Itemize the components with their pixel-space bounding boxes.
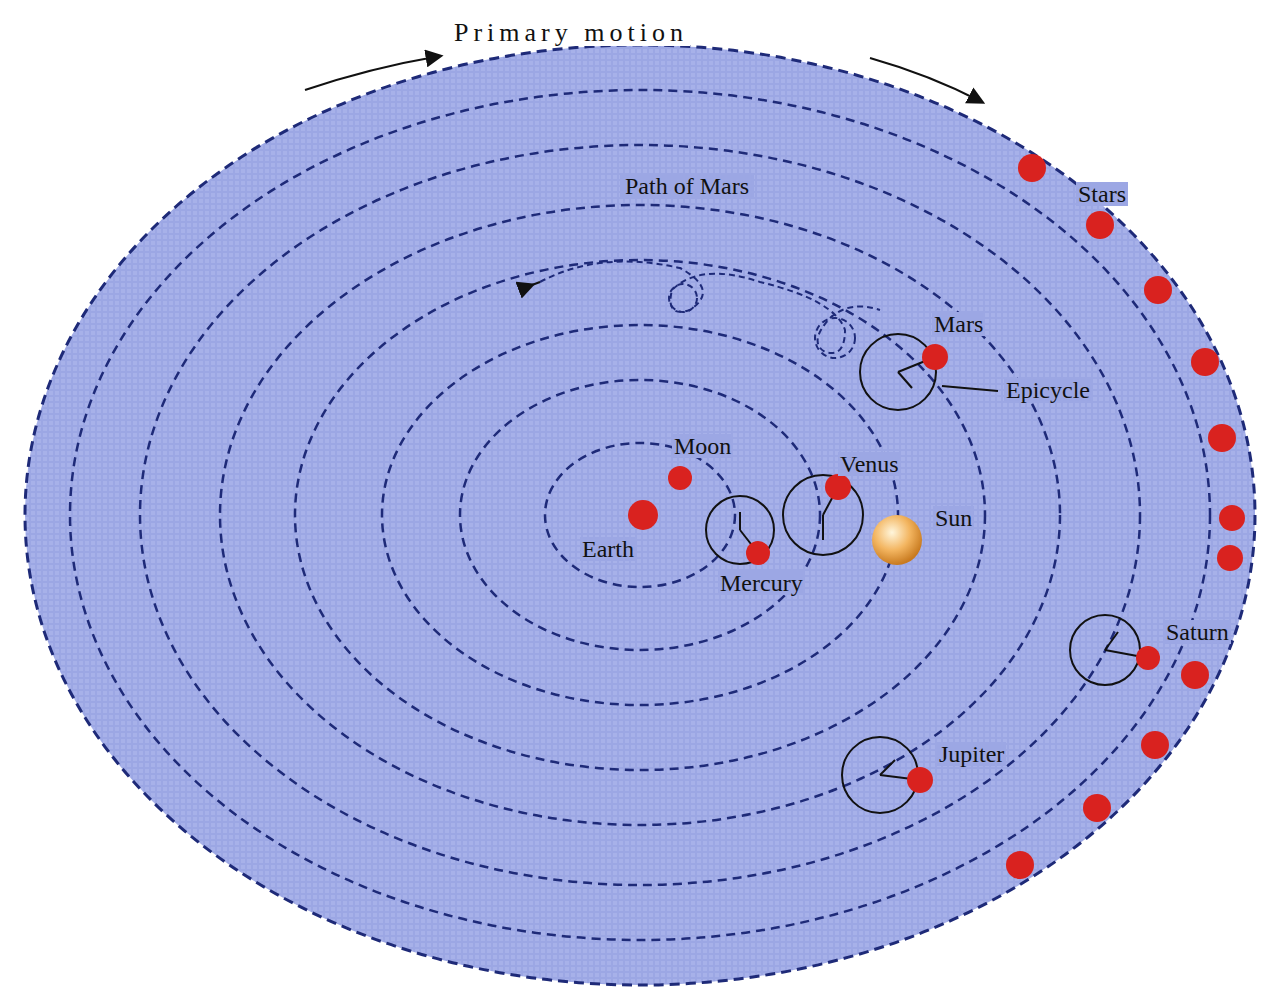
motion-arrow bbox=[870, 58, 982, 102]
planet-label: Earth bbox=[580, 537, 636, 561]
orbits bbox=[70, 90, 1210, 940]
stars-label: Stars bbox=[1076, 182, 1128, 206]
motion-label: Primary motion bbox=[452, 20, 690, 46]
star-dots bbox=[1006, 154, 1245, 879]
sun-label: Sun bbox=[933, 506, 974, 530]
planet-label: Moon bbox=[672, 434, 733, 458]
planet-label: Saturn bbox=[1164, 620, 1231, 644]
epicycles bbox=[706, 334, 1148, 813]
celestial-sphere bbox=[25, 45, 1255, 985]
planet-label: Mars bbox=[932, 312, 985, 336]
path-arrow bbox=[532, 282, 540, 285]
mars-path bbox=[540, 262, 880, 358]
sun-disc bbox=[872, 515, 922, 565]
path-label: Path of Mars bbox=[620, 174, 754, 199]
planet-label: Mercury bbox=[718, 571, 805, 595]
epicycle-label: Epicycle bbox=[1004, 378, 1092, 402]
leader-line bbox=[942, 386, 998, 391]
bodies bbox=[628, 344, 1160, 793]
planet-label: Jupiter bbox=[937, 742, 1006, 766]
planet-label: Venus bbox=[838, 452, 901, 476]
motion-arrow bbox=[305, 56, 440, 90]
